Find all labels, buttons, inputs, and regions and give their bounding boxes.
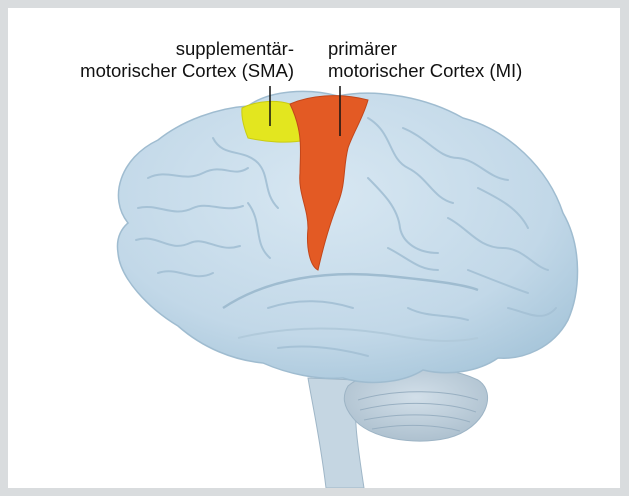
mi-label: primärer motorischer Cortex (MI) [328,38,522,82]
sma-label-line2: motorischer Cortex (SMA) [80,60,294,82]
sma-label-line1: supplementär- [80,38,294,60]
sma-label: supplementär- motorischer Cortex (SMA) [80,38,294,82]
mi-label-line2: motorischer Cortex (MI) [328,60,522,82]
figure-panel: supplementär- motorischer Cortex (SMA) p… [8,8,620,488]
mi-label-line1: primärer [328,38,522,60]
